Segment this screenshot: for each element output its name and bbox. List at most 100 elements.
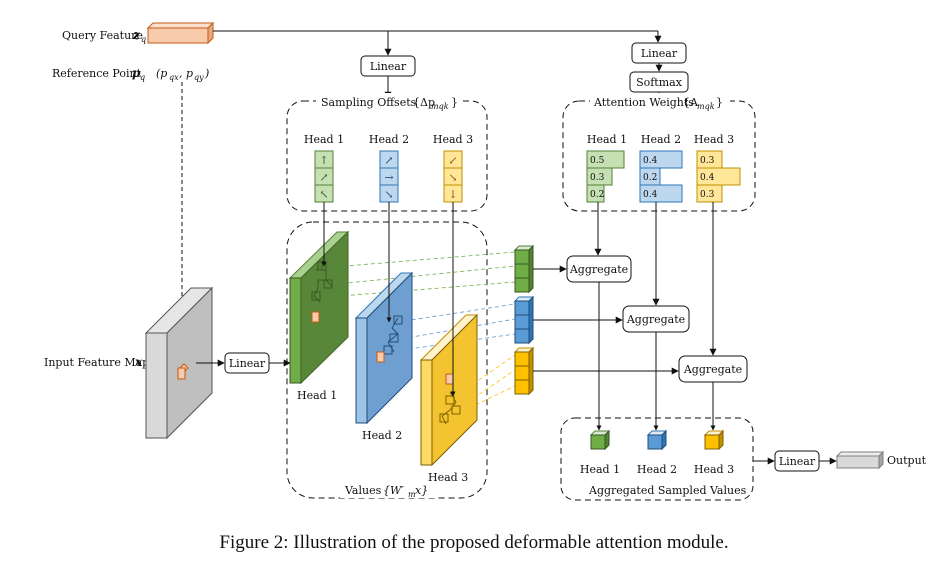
- input-feature-map: [144, 286, 214, 440]
- svg-text:{Δp: {Δp: [413, 96, 435, 109]
- svg-text:qx: qx: [169, 73, 179, 82]
- attention-weights-head-1: 0.5 0.3 0.2: [586, 150, 625, 203]
- linear-box-output: Linear: [774, 450, 820, 472]
- value-map-head-3: [419, 313, 479, 467]
- svg-text:qy: qy: [194, 73, 204, 82]
- svg-text:{A: {A: [683, 96, 699, 109]
- value-map-head-1-label: Head 1: [297, 389, 337, 402]
- offset-arrow: ↘: [448, 171, 457, 184]
- svg-text:Attention Weights: Attention Weights: [593, 96, 694, 109]
- values-group: Values {W′ m x}: [286, 221, 488, 499]
- attention-weights-head-2: 0.4 0.2 0.4: [639, 150, 683, 203]
- sampling-lines-head-3: [443, 354, 516, 421]
- svg-text:mqk: mqk: [697, 102, 715, 111]
- linear-box-attention: Linear: [631, 42, 687, 64]
- svg-text:, p: , p: [179, 67, 193, 80]
- svg-text:Linear: Linear: [370, 60, 407, 73]
- svg-text:{W′: {W′: [383, 484, 404, 497]
- svg-text:Query Feature: Query Feature: [62, 29, 143, 42]
- offset-column-head-2: ↗ → ↘: [379, 150, 399, 203]
- offset-arrow: ↗: [384, 154, 393, 167]
- svg-text:Linear: Linear: [779, 455, 816, 468]
- aggregated-cube-head-2: [646, 429, 668, 451]
- aggregate-box-head-1: Aggregate: [566, 255, 632, 283]
- svg-text:Input Feature Map: Input Feature Map: [44, 356, 149, 369]
- svg-text:Aggregate: Aggregate: [683, 363, 742, 376]
- sampled-values-head-3: [513, 346, 535, 396]
- reference-point-label: Reference Point p q (p qx , p qy ): [52, 66, 209, 82]
- sampled-values-head-2: [513, 295, 535, 345]
- attention-head-2-label: Head 2: [641, 133, 681, 146]
- figure-caption: Figure 2: Illustration of the proposed d…: [219, 532, 729, 553]
- svg-text:}: }: [451, 96, 458, 109]
- offset-head-3-label: Head 3: [433, 133, 473, 146]
- svg-text:Aggregated Sampled Values: Aggregated Sampled Values: [588, 484, 747, 497]
- output-label: Output: [887, 454, 927, 467]
- weight-value: 0.4: [643, 156, 658, 166]
- svg-text:Linear: Linear: [641, 47, 678, 60]
- linear-box-values: Linear: [224, 352, 270, 374]
- weight-value: 0.4: [643, 190, 658, 200]
- svg-text:z: z: [132, 28, 141, 42]
- softmax-box: Softmax: [629, 71, 689, 93]
- svg-text:q: q: [140, 73, 145, 82]
- offset-arrow: ↑: [319, 154, 328, 167]
- attention-head-1-label: Head 1: [587, 133, 627, 146]
- aggregate-box-head-3: Aggregate: [678, 355, 748, 383]
- svg-text:Sampling Offsets: Sampling Offsets: [321, 96, 417, 109]
- query-feature-label: Query Feature z q: [62, 28, 146, 44]
- linear-box-offsets: Linear: [360, 55, 416, 77]
- offset-arrow: ↘: [384, 188, 393, 201]
- svg-text:mqk: mqk: [431, 102, 449, 111]
- attention-head-3-label: Head 3: [694, 133, 734, 146]
- aggregated-values-group: Aggregated Sampled Values: [560, 417, 754, 501]
- svg-text:(p: (p: [156, 67, 167, 80]
- weight-value: 0.4: [700, 173, 715, 183]
- aggregated-head-1-label: Head 1: [580, 463, 620, 476]
- offset-arrow: ↖: [319, 188, 328, 201]
- svg-text:m: m: [408, 490, 416, 499]
- svg-text:Aggregate: Aggregate: [626, 313, 685, 326]
- svg-text:): ): [204, 67, 209, 80]
- svg-text:Aggregate: Aggregate: [569, 263, 628, 276]
- input-feature-map-label: Input Feature Map x: [44, 355, 149, 369]
- value-map-head-2: [354, 271, 414, 425]
- offset-arrow: ↙: [448, 154, 457, 167]
- deformable-attention-diagram: Query Feature z q Reference Point p q (p…: [44, 21, 927, 501]
- weight-value: 0.5: [590, 156, 605, 166]
- offset-head-1-label: Head 1: [304, 133, 344, 146]
- svg-text:p: p: [132, 66, 141, 80]
- svg-text:x}: x}: [415, 484, 428, 497]
- aggregate-box-head-2: Aggregate: [622, 305, 690, 333]
- offset-head-2-label: Head 2: [369, 133, 409, 146]
- aggregated-head-2-label: Head 2: [637, 463, 677, 476]
- query-line: [213, 30, 662, 56]
- svg-text:Linear: Linear: [229, 357, 266, 370]
- weight-value: 0.3: [590, 173, 605, 183]
- sampling-lines-head-1: [315, 251, 516, 299]
- aggregated-head-3-label: Head 3: [694, 463, 734, 476]
- value-map-head-1: [288, 230, 350, 385]
- offset-column-head-3: ↙ ↘ ↓: [443, 150, 463, 203]
- offset-arrow: ↓: [448, 188, 457, 201]
- value-map-head-3-label: Head 3: [428, 471, 468, 484]
- output-vector: [835, 450, 885, 470]
- weight-value: 0.2: [643, 173, 657, 183]
- svg-text:x: x: [134, 355, 143, 369]
- aggregated-cube-head-3: [703, 429, 725, 451]
- query-feature-vector: [146, 21, 215, 45]
- attention-weights-head-3: 0.3 0.4 0.3: [696, 150, 741, 203]
- weight-value: 0.3: [700, 156, 715, 166]
- svg-text:Values: Values: [344, 484, 382, 497]
- svg-text:q: q: [141, 35, 146, 44]
- offset-arrow: →: [384, 171, 393, 184]
- svg-text:Reference Point: Reference Point: [52, 67, 142, 80]
- weight-value: 0.2: [590, 190, 604, 200]
- offset-column-head-1: ↑ ↗ ↖: [314, 150, 334, 203]
- weight-value: 0.3: [700, 190, 715, 200]
- value-map-head-2-label: Head 2: [362, 429, 402, 442]
- svg-text:Softmax: Softmax: [636, 76, 683, 89]
- aggregated-cube-head-1: [589, 429, 611, 451]
- svg-text:}: }: [716, 96, 723, 109]
- sampling-offsets-group: Sampling Offsets {Δp mqk }: [286, 93, 488, 212]
